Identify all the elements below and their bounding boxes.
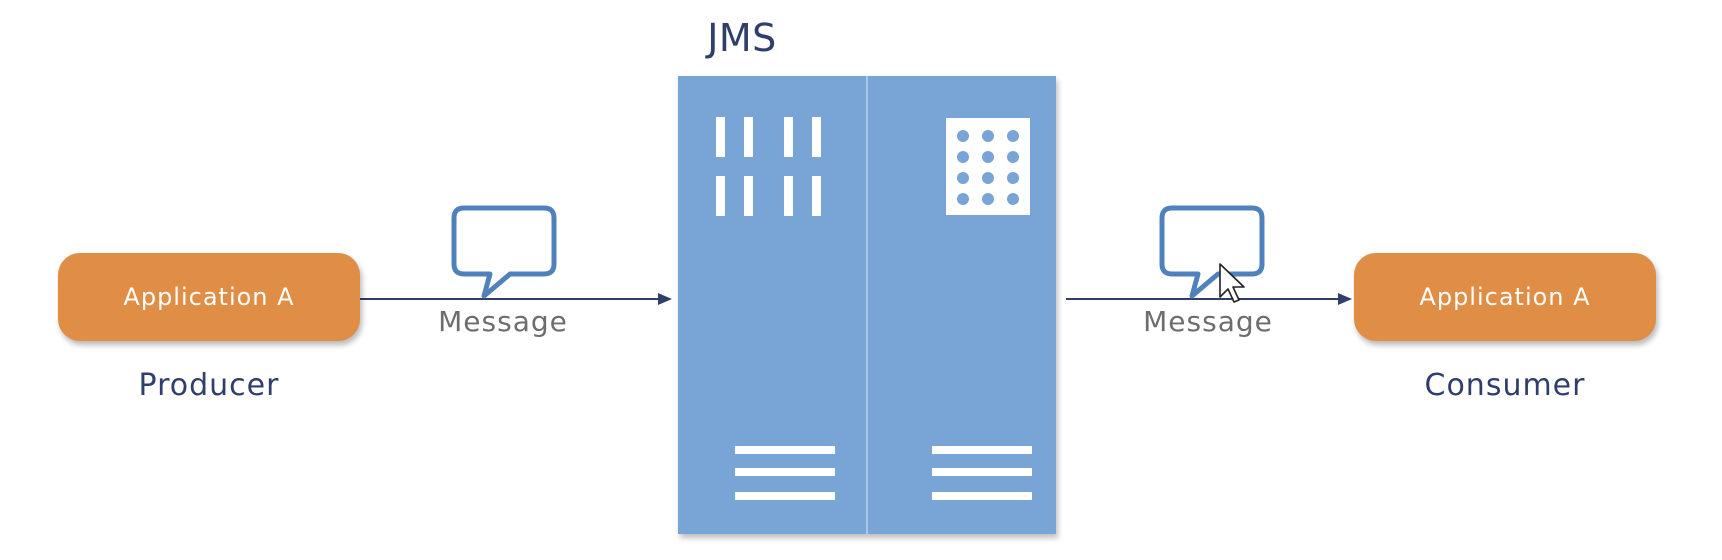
vent-bars-icon — [716, 117, 821, 216]
mouse-pointer-icon — [1219, 263, 1245, 303]
drive-lines-icon — [735, 446, 1032, 500]
message-bubble-right-icon — [1159, 205, 1265, 299]
jms-server-icon — [678, 76, 1056, 534]
consumer-application-box: Application A — [1354, 253, 1656, 341]
producer-application-box: Application A — [58, 253, 360, 341]
message-bubble-left-icon — [451, 205, 557, 299]
message-out-label: Message — [1143, 305, 1273, 338]
message-in-label: Message — [438, 305, 568, 338]
dot-grid-icon — [946, 118, 1030, 215]
producer-label: Producer — [138, 368, 280, 403]
consumer-label: Consumer — [1424, 368, 1586, 403]
diagram-title: JMS — [707, 16, 777, 60]
